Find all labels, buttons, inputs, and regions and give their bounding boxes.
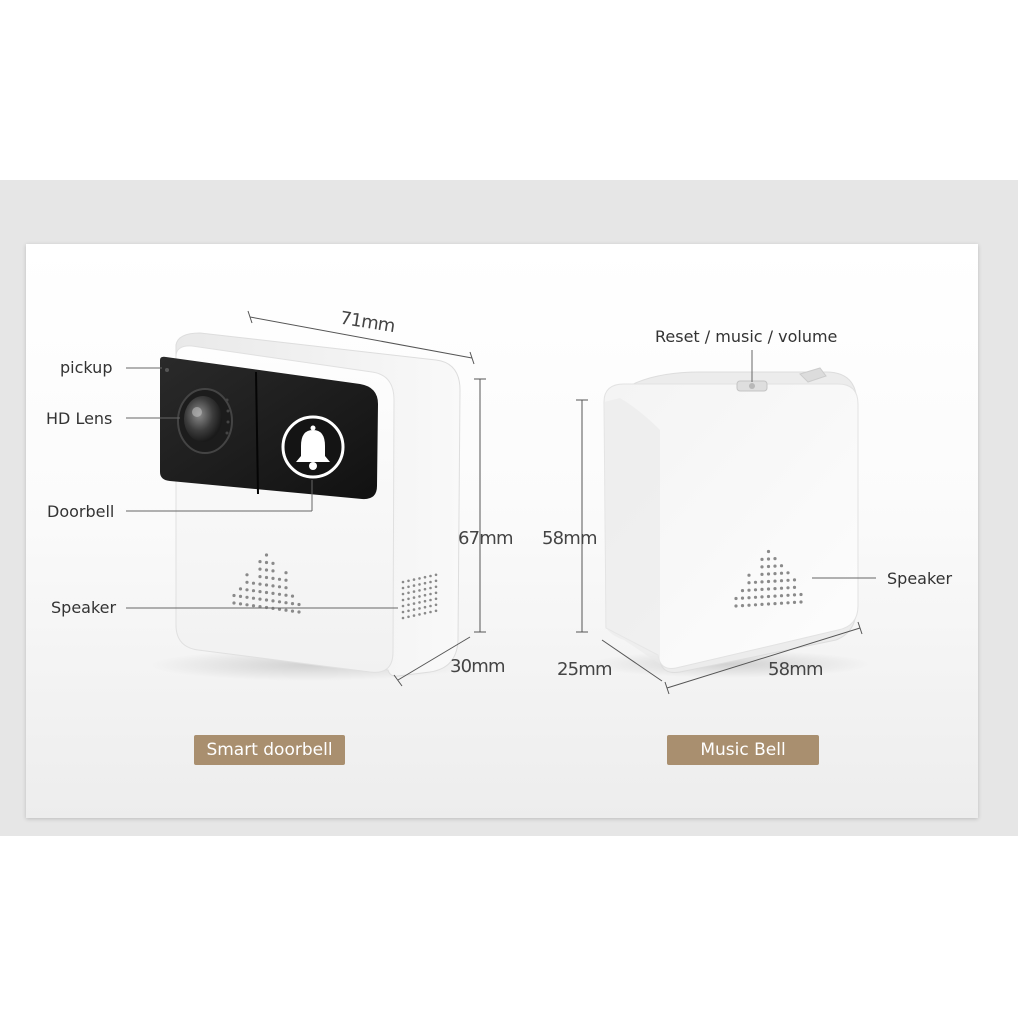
music-bell-width-label: 58mm [768, 659, 823, 680]
smart-doorbell-device [150, 332, 470, 681]
bell-icon [281, 415, 345, 479]
pickup-mic [165, 368, 169, 372]
doorbell-callout-lines [126, 367, 398, 609]
doorbell-speaker-grille [232, 553, 301, 614]
doorbell-dimensions [247, 310, 486, 687]
music-bell-badge: Music Bell [667, 735, 819, 765]
reset-label: Reset / music / volume [655, 327, 837, 346]
hd-lens-label: HD Lens [46, 409, 112, 428]
doorbell-depth-label: 30mm [450, 656, 505, 677]
hd-lens [177, 388, 233, 454]
music-bell-callout-lines [751, 350, 876, 579]
music-bell-height-label: 58mm [542, 528, 597, 549]
music-bell-speaker-grille [734, 549, 803, 608]
music-bell-dimensions [576, 399, 863, 695]
smart-doorbell-badge: Smart doorbell [194, 735, 345, 765]
doorbell-width-label: 71mm [339, 308, 396, 337]
doorbell-height-label: 67mm [458, 528, 513, 549]
doorbell-speaker-label: Speaker [51, 598, 117, 617]
doorbell-side-grille [401, 573, 438, 620]
music-bell-speaker-label: Speaker [887, 569, 953, 588]
doorbell-label: Doorbell [47, 502, 114, 521]
music-bell-device [590, 367, 870, 678]
music-bell-depth-label: 25mm [557, 659, 612, 680]
pickup-label: pickup [60, 358, 112, 377]
